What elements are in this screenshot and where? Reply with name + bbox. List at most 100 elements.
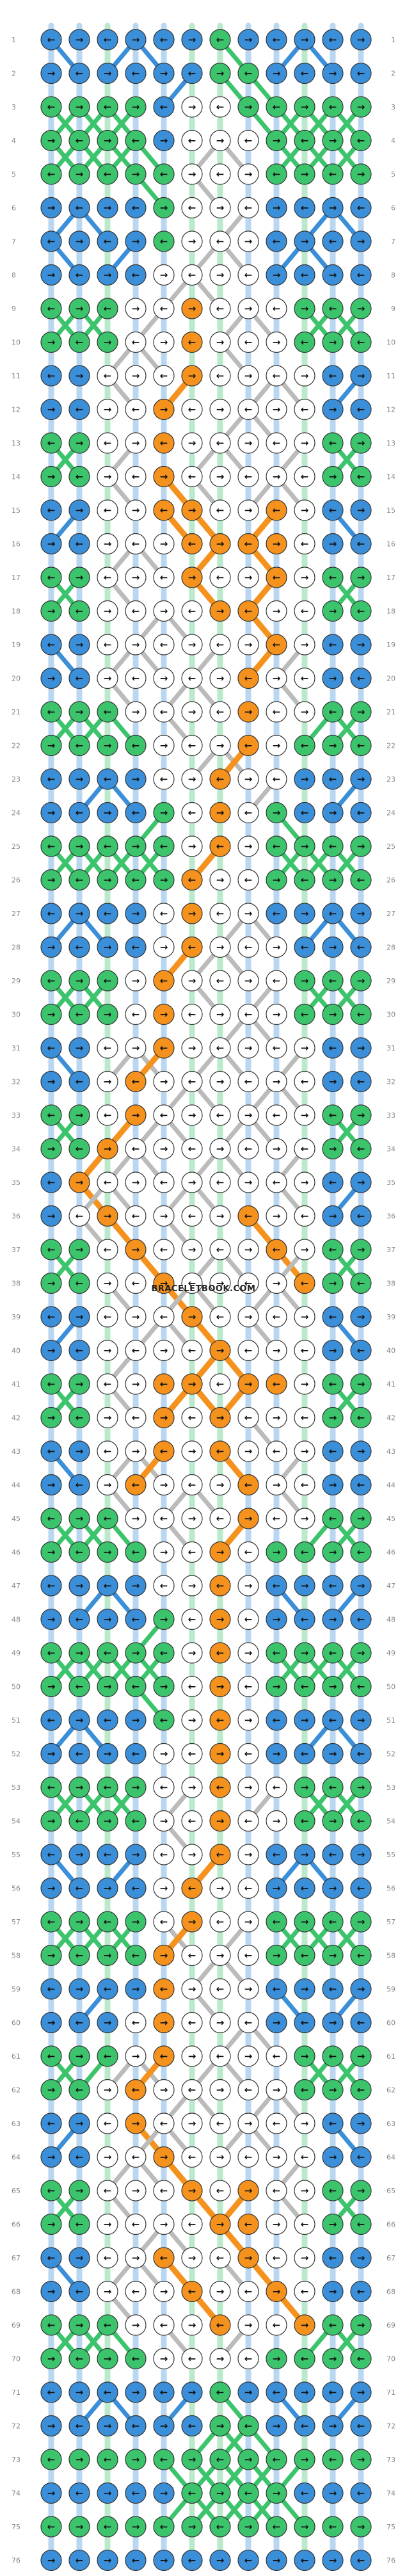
knot-direction-arrow: ← — [357, 1950, 365, 1961]
knot — [125, 365, 147, 387]
knot-direction-arrow: → — [76, 706, 84, 718]
knot-direction-arrow: ← — [329, 1109, 337, 1121]
knot — [153, 1070, 175, 1093]
knot — [97, 398, 118, 421]
knot-direction-arrow: ← — [76, 2084, 84, 2096]
knot-direction-arrow: ← — [244, 2152, 253, 2163]
knot — [153, 129, 175, 152]
knot-direction-arrow: → — [329, 1009, 337, 1020]
row-number-left: 32 — [12, 1078, 20, 1086]
knot-direction-arrow: → — [357, 1042, 365, 1054]
knot — [68, 1138, 90, 1160]
knot-direction-arrow: → — [216, 1547, 225, 1558]
row-number-right: 33 — [387, 1111, 395, 1120]
knot-direction-arrow: → — [329, 538, 337, 550]
knot-direction-arrow: → — [216, 2017, 225, 2029]
knot-direction-arrow: ← — [273, 2252, 281, 2264]
knot-direction-arrow: → — [76, 1916, 84, 1928]
knot-direction-arrow: ← — [357, 2219, 365, 2230]
knot — [209, 365, 231, 387]
knot-direction-arrow: ← — [47, 1580, 56, 1591]
knot-direction-arrow: ← — [244, 2017, 253, 2029]
knot-direction-arrow: → — [273, 471, 281, 483]
knot-direction-arrow: → — [216, 1412, 225, 1424]
knot — [40, 936, 62, 958]
knot-direction-arrow: ← — [357, 2084, 365, 2096]
knot-direction-arrow: ← — [301, 270, 309, 281]
knot — [322, 936, 344, 958]
knot-direction-arrow: ← — [329, 706, 337, 718]
knot-direction-arrow: ← — [357, 2555, 365, 2566]
knot-direction-arrow: ← — [357, 2420, 365, 2432]
knot-direction-arrow: → — [188, 975, 196, 986]
knot-direction-arrow: → — [329, 1815, 337, 1827]
knot — [266, 62, 287, 85]
knot-direction-arrow: → — [104, 135, 112, 147]
knot — [181, 970, 203, 992]
knot-direction-arrow: ← — [357, 1412, 365, 1424]
knot-direction-arrow: ← — [188, 1211, 196, 1222]
row-number-left: 40 — [12, 1347, 20, 1355]
knot-direction-arrow: → — [216, 135, 225, 147]
row-number-right: 4 — [391, 137, 395, 145]
knot — [125, 398, 147, 421]
knot — [209, 1070, 231, 1093]
knot-direction-arrow: → — [273, 337, 281, 348]
knot-direction-arrow: → — [104, 2152, 112, 2163]
knot-direction-arrow: → — [104, 807, 112, 819]
row-number-left: 29 — [12, 977, 20, 985]
knot-direction-arrow: ← — [132, 1479, 140, 1491]
knot-direction-arrow: → — [104, 202, 112, 214]
knot-direction-arrow: ← — [357, 1815, 365, 1827]
knot-direction-arrow: → — [188, 2252, 196, 2264]
knot-direction-arrow: ← — [188, 1748, 196, 1760]
knot-direction-arrow: ← — [216, 2118, 225, 2129]
knot-direction-arrow: ← — [357, 942, 365, 953]
knot-direction-arrow: ← — [273, 2319, 281, 2331]
knot-direction-arrow: ← — [47, 370, 56, 382]
row-number-left: 75 — [12, 2523, 20, 2531]
row-number-right: 2 — [391, 70, 395, 78]
knot-direction-arrow: ← — [329, 1647, 337, 1659]
knot — [68, 298, 90, 319]
knot — [294, 1003, 315, 1026]
knot-direction-arrow: ← — [357, 1547, 365, 1558]
knot-direction-arrow: → — [132, 504, 140, 516]
knot-direction-arrow: ← — [329, 1177, 337, 1188]
knot-direction-arrow: → — [301, 639, 309, 650]
knot-direction-arrow: → — [47, 942, 56, 953]
knot — [125, 163, 147, 185]
knot — [322, 801, 344, 824]
knot-direction-arrow: ← — [132, 874, 140, 886]
knot-direction-arrow: → — [273, 1681, 281, 1693]
knot-direction-arrow: ← — [216, 504, 225, 516]
knot-direction-arrow: → — [244, 639, 253, 650]
knot — [68, 1037, 90, 1059]
knot-direction-arrow: ← — [104, 1714, 112, 1726]
knot-direction-arrow: ← — [357, 135, 365, 147]
knot-direction-arrow: → — [357, 168, 365, 180]
knot — [266, 29, 287, 51]
knot-direction-arrow: ← — [357, 807, 365, 819]
knot — [266, 465, 287, 488]
knot — [237, 903, 259, 924]
knot-direction-arrow: → — [301, 1513, 309, 1524]
knot-direction-arrow: → — [357, 706, 365, 718]
knot-direction-arrow: ← — [329, 1849, 337, 1860]
knot-direction-arrow: → — [216, 2219, 225, 2230]
knot — [237, 600, 259, 622]
knot-direction-arrow: ← — [160, 437, 168, 449]
row-number-right: 39 — [387, 1313, 395, 1321]
knot-direction-arrow: → — [244, 841, 253, 852]
knot — [125, 1070, 147, 1093]
knot — [209, 533, 231, 555]
knot-direction-arrow: → — [188, 1983, 196, 1995]
knot-direction-arrow: ← — [132, 1412, 140, 1424]
row-number-left: 27 — [12, 910, 20, 918]
row-number-right: 54 — [387, 1817, 395, 1826]
knot-direction-arrow: ← — [76, 942, 84, 953]
knot-direction-arrow: ← — [132, 202, 140, 214]
knot-direction-arrow: → — [301, 168, 309, 180]
knot — [350, 768, 372, 790]
knot-direction-arrow: → — [104, 1211, 112, 1222]
